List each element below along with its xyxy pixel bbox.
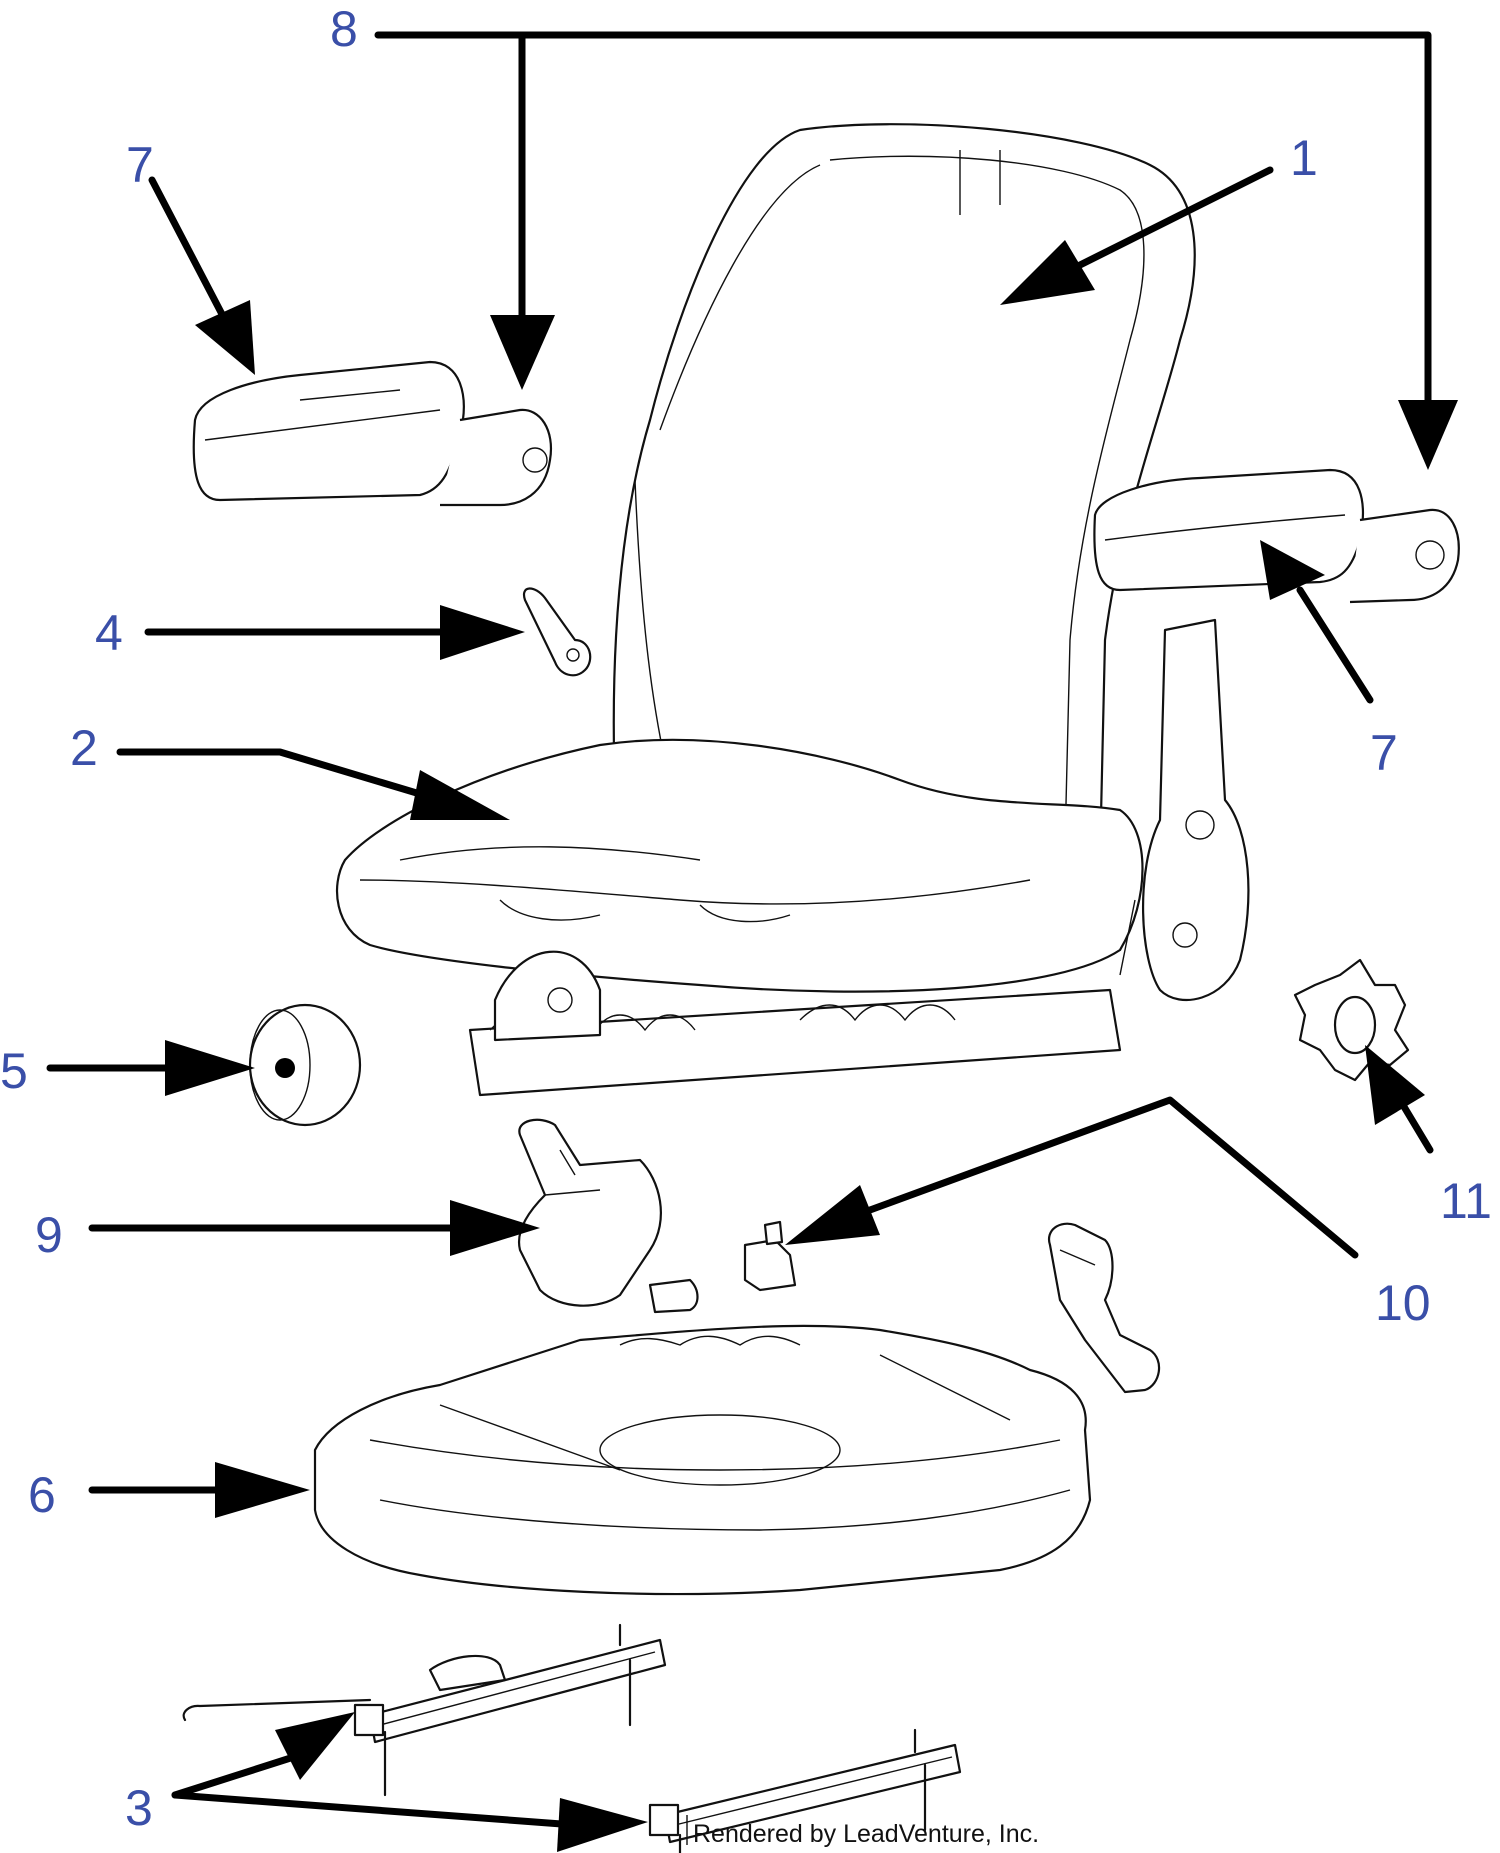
mounting-clip: [743, 1220, 797, 1292]
gear-knob: [1293, 958, 1410, 1082]
callout-9: 9: [35, 1207, 63, 1263]
callout-7-right: 7: [1370, 725, 1398, 781]
render-credit: Rendered by LeadVenture, Inc.: [693, 1820, 1039, 1848]
seatbelt-retractor: [517, 1118, 699, 1314]
left-armrest: [192, 360, 553, 507]
callout-11: 11: [1440, 1173, 1492, 1229]
callout-5: 5: [0, 1043, 28, 1099]
callout-1: 1: [1290, 130, 1318, 186]
seat-base-pan: [313, 1324, 1092, 1596]
leader-lines: [46, 31, 1458, 1852]
seat-suspension: [468, 950, 1122, 1097]
callout-3: 3: [125, 1780, 153, 1836]
right-slide-rail: [648, 1728, 962, 1853]
callout-2: 2: [70, 720, 98, 776]
callout-6: 6: [28, 1467, 56, 1523]
right-armrest: [1093, 468, 1460, 604]
callout-10: 10: [1375, 1275, 1431, 1331]
callout-4: 4: [95, 605, 123, 661]
callout-7-left: 7: [126, 137, 154, 193]
adjustment-lever: [522, 587, 592, 677]
adjustment-knob: [248, 1003, 362, 1127]
seat-cushion: [335, 738, 1144, 993]
seatbelt-buckle: [1047, 1222, 1161, 1394]
left-slide-rail: [182, 1623, 667, 1797]
recline-bracket: [1119, 618, 1250, 1002]
callout-8: 8: [330, 1, 358, 57]
